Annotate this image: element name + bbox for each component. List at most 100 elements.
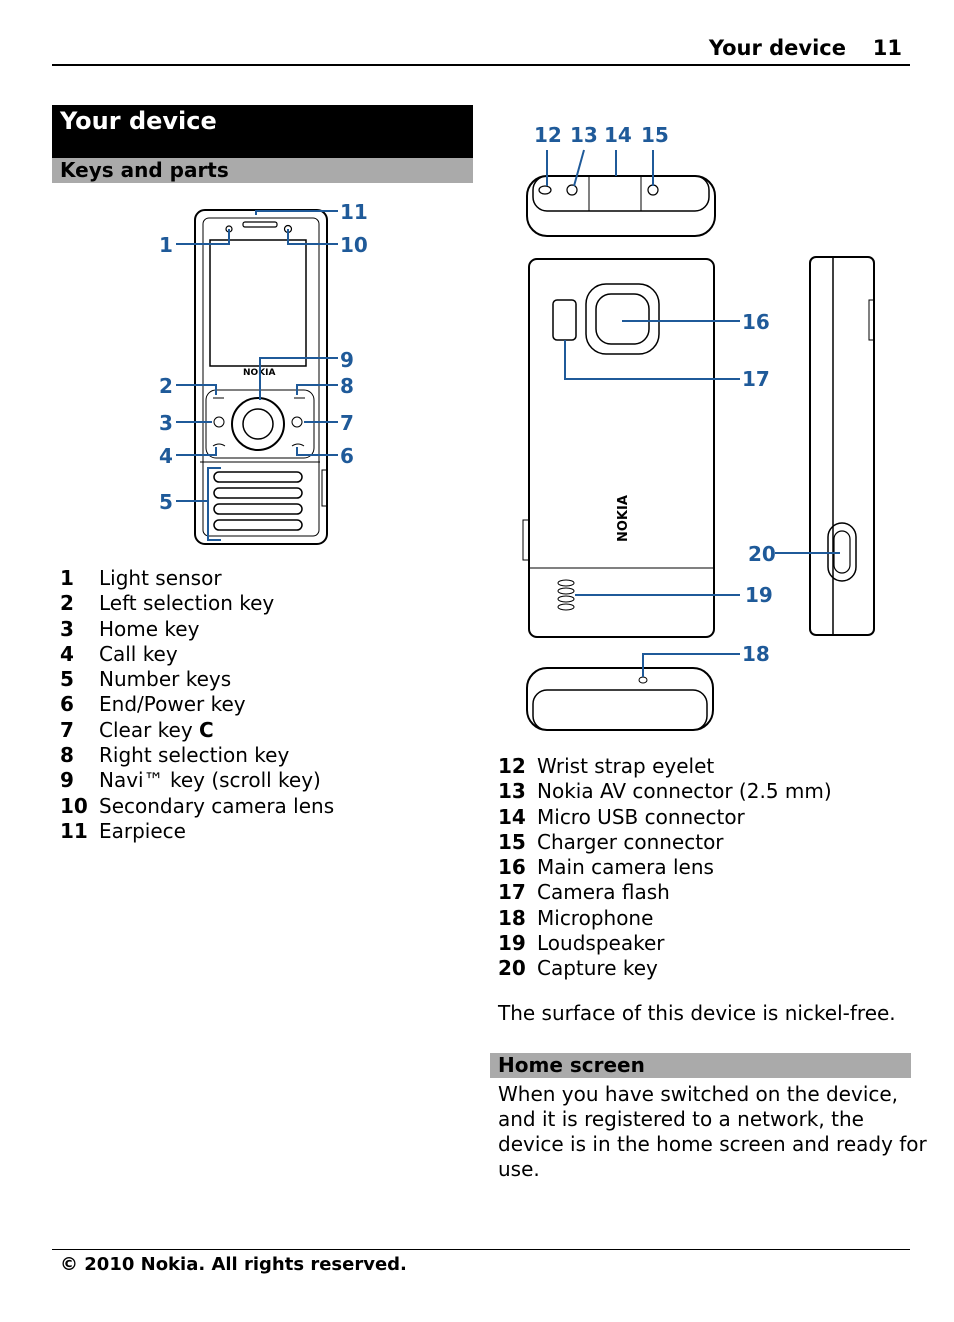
part-number: 13	[498, 779, 526, 804]
part-number: 4	[60, 641, 74, 666]
part-number: 11	[60, 818, 88, 843]
part-list-item: 5 Number keys	[60, 667, 334, 692]
part-number: 2	[60, 591, 74, 616]
part-list-item: 17 Camera flash	[498, 880, 832, 905]
top-view-phone	[526, 175, 716, 237]
part-list-item: 12 Wrist strap eyelet	[498, 754, 832, 779]
part-label: Secondary camera lens	[99, 793, 335, 818]
back-parts-list: 12 Wrist strap eyelet 13 Nokia AV connector…	[498, 754, 832, 982]
part-list-item: 8 Right selection key	[60, 743, 334, 768]
part-number: 3	[60, 616, 74, 641]
header-title: Your device	[708, 36, 846, 60]
callout-17: 17	[742, 367, 770, 391]
part-number: 7	[60, 717, 74, 742]
key-glyph: C	[199, 717, 214, 742]
part-label: Nokia AV connector (2.5 mm)	[537, 779, 832, 804]
part-label: Camera flash	[537, 880, 670, 905]
part-list-item: 14 Micro USB connector	[498, 805, 832, 830]
part-label: Main camera lens	[537, 855, 714, 880]
callout-14: 14	[604, 123, 632, 147]
part-label: End/Power key	[99, 692, 246, 717]
callout-19: 19	[745, 583, 773, 607]
part-label: Left selection key	[99, 591, 275, 616]
part-number: 17	[498, 880, 526, 905]
callout-numbers: 1 2 3 4 5 6 7 8 9 10 11 12 13 14 15 16 1…	[159, 123, 776, 666]
part-list-item: 20 Capture key	[498, 956, 832, 981]
part-label: Home key	[99, 616, 200, 641]
callout-16: 16	[742, 310, 770, 334]
part-number: 20	[498, 956, 526, 981]
callout-2: 2	[159, 374, 173, 398]
part-label: Charger connector	[537, 829, 724, 854]
back-view-phone	[522, 258, 715, 638]
subsection-home-screen: Home screen	[490, 1053, 911, 1078]
part-list-item: 18 Microphone	[498, 906, 832, 931]
part-number: 12	[498, 754, 526, 778]
part-number: 18	[498, 905, 526, 930]
part-label: Call key	[99, 641, 178, 666]
part-label: Earpiece	[99, 818, 186, 843]
part-number: 10	[60, 793, 88, 818]
home-text-line: and it is registered to a network, the	[498, 1107, 864, 1131]
part-label: Micro USB connector	[537, 804, 745, 829]
part-number: 5	[60, 667, 74, 692]
callout-12: 12	[534, 123, 562, 147]
part-label: Navi™ key (scroll key)	[99, 768, 321, 793]
callout-11: 11	[340, 200, 368, 224]
part-list-item: 2 Left selection key	[60, 591, 334, 616]
callout-10: 10	[340, 233, 368, 257]
callout-9: 9	[340, 348, 354, 372]
part-list-item: 11 Earpiece	[60, 819, 334, 844]
callout-1: 1	[159, 233, 173, 257]
callout-8: 8	[340, 374, 354, 398]
part-number: 1	[60, 566, 74, 590]
part-list-item: 7 Clear key C	[60, 718, 334, 743]
side-view-phone	[809, 256, 875, 636]
part-list-item: 3 Home key	[60, 617, 334, 642]
part-label: Light sensor	[99, 566, 222, 590]
callout-4: 4	[159, 444, 173, 468]
part-number: 6	[60, 692, 74, 717]
copyright-footer: © 2010 Nokia. All rights reserved.	[60, 1254, 407, 1275]
part-list-item: 6 End/Power key	[60, 692, 334, 717]
home-text-line: device is in the home screen and ready f…	[498, 1132, 927, 1156]
part-number: 16	[498, 855, 526, 880]
front-view-phone	[194, 209, 328, 545]
callout-3: 3	[159, 411, 173, 435]
part-list-item: 16 Main camera lens	[498, 855, 832, 880]
part-label: Right selection key	[99, 743, 290, 768]
front-parts-list: 1 Light sensor 2 Left selection key 3 Home ke…	[60, 566, 334, 844]
part-list-item: 13 Nokia AV connector (2.5 mm)	[498, 779, 832, 804]
nickel-note: The surface of this device is nickel-fre…	[498, 1001, 896, 1025]
footer-divider	[52, 1249, 910, 1250]
callout-18: 18	[742, 642, 770, 666]
part-label: Clear key	[99, 717, 193, 742]
part-list-item: 1 Light sensor	[60, 566, 334, 591]
callout-13: 13	[570, 123, 598, 147]
part-label: Capture key	[537, 956, 658, 981]
callout-6: 6	[340, 444, 354, 468]
home-screen-paragraph: When you have switched on the device,and…	[498, 1082, 927, 1182]
subsection-keys-and-parts: Keys and parts	[52, 158, 473, 183]
page-number: 11	[872, 36, 902, 60]
part-number: 15	[498, 829, 526, 854]
part-number: 9	[60, 768, 74, 793]
part-number: 14	[498, 804, 526, 829]
home-text-line: When you have switched on the device,	[498, 1082, 899, 1106]
section-title: Your device	[52, 105, 473, 158]
part-list-item: 15 Charger connector	[498, 830, 832, 855]
bottom-view-phone	[526, 667, 714, 731]
part-label: Microphone	[537, 905, 654, 930]
part-list-item: 10 Secondary camera lens	[60, 794, 334, 819]
page-header: Your device 11	[52, 30, 910, 66]
part-label: Wrist strap eyelet	[537, 754, 715, 778]
part-number: 8	[60, 743, 74, 768]
callout-20: 20	[748, 542, 776, 566]
brand-back: NOKIA	[616, 495, 631, 542]
part-number: 19	[498, 931, 526, 956]
callout-7: 7	[340, 411, 354, 435]
part-label: Number keys	[99, 667, 232, 692]
callout-5: 5	[159, 490, 173, 514]
